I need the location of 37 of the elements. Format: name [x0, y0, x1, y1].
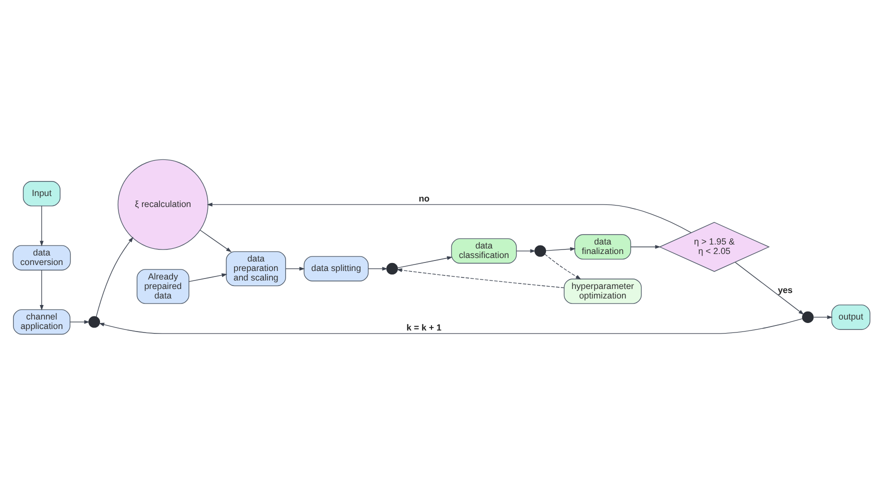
- arrow: [545, 247, 576, 252]
- arrow: [734, 262, 804, 315]
- arrow: [368, 266, 388, 271]
- arrow: [397, 256, 453, 268]
- node-circle: [802, 311, 814, 323]
- node-box: data splitting: [304, 256, 369, 282]
- arrow: [813, 315, 833, 320]
- arrow: [70, 320, 90, 324]
- arrow: [516, 249, 536, 253]
- node-box: data classification: [451, 238, 517, 264]
- arrow: [206, 202, 692, 234]
- edge-label: no: [418, 193, 430, 204]
- arrow: [630, 244, 661, 249]
- node-circle: [88, 316, 100, 328]
- arrow: [98, 318, 803, 334]
- node-circle: [534, 245, 546, 257]
- node-box: channel application: [13, 309, 70, 335]
- arrow: [96, 236, 134, 318]
- node-box: data finalization: [574, 234, 632, 260]
- arrow: [200, 230, 232, 252]
- arrow: [40, 206, 44, 246]
- node-circle: ξ recalculation: [118, 159, 208, 250]
- arrow: [188, 273, 228, 282]
- node-diamond: η > 1.95 & η < 2.05: [658, 222, 770, 272]
- node-box: hyperparameter optimization: [564, 278, 642, 304]
- node-box: Input: [22, 181, 60, 206]
- node-box: output: [831, 304, 870, 330]
- node-box: Already prepaired data: [136, 269, 190, 304]
- arrow: [396, 268, 564, 288]
- arrow: [40, 270, 44, 310]
- arrow: [544, 254, 582, 280]
- edge-label: yes: [778, 284, 793, 295]
- arrow: [285, 266, 305, 271]
- node-box: data conversion: [12, 245, 71, 270]
- edge-label: k = k + 1: [406, 322, 442, 332]
- node-circle: [386, 262, 398, 275]
- node-box: data preparation and scaling: [226, 251, 286, 286]
